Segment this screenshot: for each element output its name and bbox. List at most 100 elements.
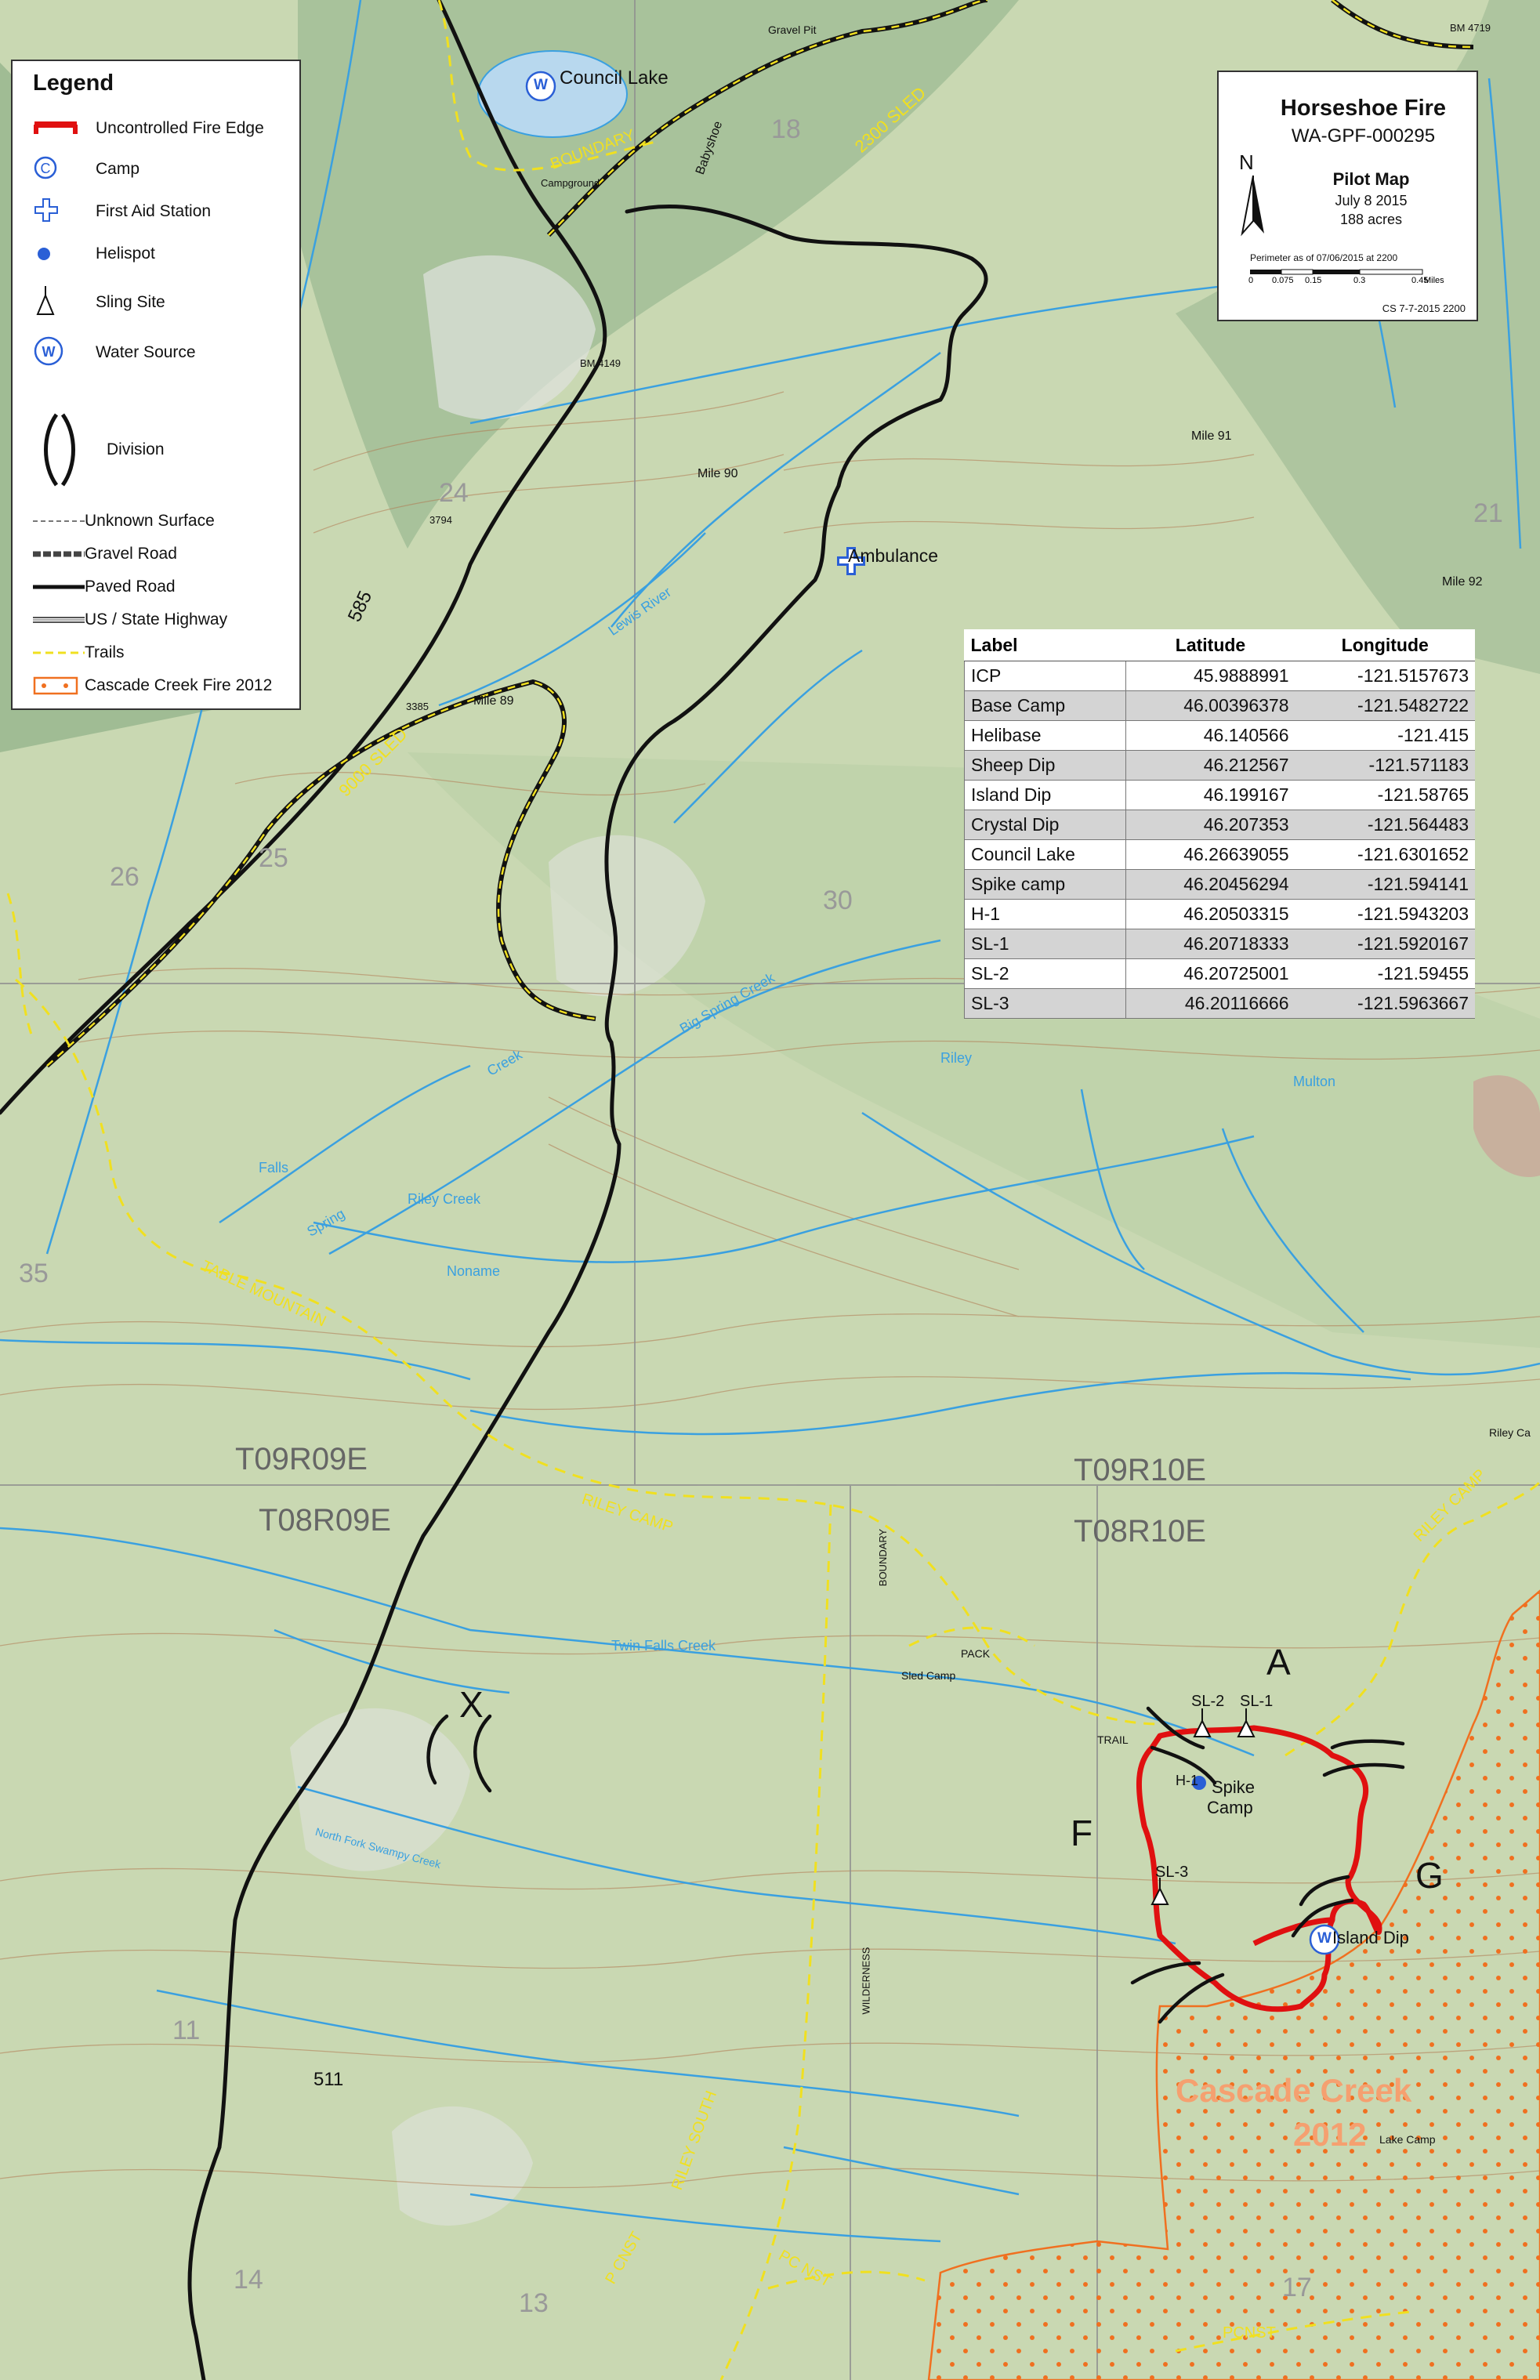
road-511-label: 511 — [313, 2069, 344, 2090]
map-subtitle: Pilot Map — [1332, 169, 1410, 189]
section-number: 17 — [1282, 2273, 1312, 2302]
boundary-v-label: BOUNDARY — [877, 1528, 890, 1587]
riley-ca-label: Riley Ca — [1489, 1426, 1531, 1439]
water-source-icon — [525, 71, 1340, 1955]
cell-latitude: 46.199167 — [1125, 780, 1295, 810]
division-markers — [426, 1706, 1405, 2024]
legend-item: US / State Highway — [33, 608, 227, 632]
cell-label: Island Dip — [964, 780, 1126, 810]
council-lake-label: Council Lake — [560, 67, 669, 89]
cell-latitude: 46.207353 — [1125, 810, 1295, 840]
pcnst-label-3: PCNST — [1223, 2324, 1276, 2342]
red-fire-edge-icon — [33, 113, 96, 144]
scale-tick: 0.15 — [1305, 276, 1322, 285]
svg-text:C: C — [41, 161, 51, 176]
cell-longitude: -121.415 — [1295, 720, 1475, 751]
scale-tick: 0.45 — [1411, 276, 1429, 285]
north-label: N — [1239, 150, 1254, 174]
legend-item: Unknown Surface — [33, 509, 215, 533]
scale-unit: Miles — [1424, 276, 1444, 285]
township-label: T09R09E — [235, 1442, 368, 1476]
cell-longitude: -121.571183 — [1295, 750, 1475, 781]
cell-label: SL-2 — [964, 958, 1126, 989]
trails — [6, 0, 1540, 2380]
legend-label: Trails — [85, 643, 125, 661]
water-glyph-island: W — [1317, 1930, 1332, 1947]
section-number: 18 — [771, 114, 801, 144]
sl2-label: SL-2 — [1191, 1693, 1225, 1710]
cell-longitude: -121.5482722 — [1295, 690, 1475, 721]
svg-text:W: W — [42, 344, 56, 360]
cell-longitude: -121.58765 — [1295, 780, 1475, 810]
lake-camp-label: Lake Camp — [1379, 2133, 1436, 2146]
legend-item: Uncontrolled Fire Edge — [33, 113, 264, 144]
mile-91-label: Mile 91 — [1191, 429, 1232, 443]
division-icon — [33, 411, 96, 489]
cell-label: H-1 — [964, 899, 1126, 929]
cell-label: SL-1 — [964, 929, 1126, 959]
helispot-icon — [33, 238, 96, 270]
legend-label: Helispot — [96, 245, 155, 263]
legend-item: First Aid Station — [33, 196, 211, 227]
bare-ground — [549, 835, 705, 997]
section-number: 24 — [439, 478, 469, 508]
cell-latitude: 46.20725001 — [1125, 958, 1295, 989]
spike-camp-label-2: Camp — [1207, 1798, 1253, 1817]
bare-ground — [392, 2106, 533, 2226]
legend-label: Division — [107, 440, 165, 458]
section-number: 11 — [172, 2016, 201, 2045]
section-number: 35 — [19, 1259, 49, 1288]
cell-latitude: 46.140566 — [1125, 720, 1295, 751]
dashed-line-icon — [33, 509, 96, 533]
cascade-creek-perimeter — [927, 1589, 1540, 2380]
ambulance-label: Ambulance — [848, 545, 939, 566]
cell-longitude: -121.564483 — [1295, 810, 1475, 840]
legend-label: Camp — [96, 160, 140, 178]
legend-item: Gravel Road — [33, 542, 177, 566]
cell-latitude: 46.20456294 — [1125, 869, 1295, 900]
falls-label: Falls — [259, 1160, 289, 1176]
map-title: Horseshoe Fire — [1280, 96, 1447, 121]
first-aid-icon — [33, 196, 96, 227]
cell-label: Crystal Dip — [964, 810, 1126, 840]
table-header-row: Label Latitude Longitude — [964, 629, 1475, 661]
benchmark-label: 3794 — [429, 514, 452, 526]
cell-longitude: -121.5920167 — [1295, 929, 1475, 959]
township-label: T09R10E — [1074, 1453, 1206, 1487]
wilderness-label: WILDERNESS — [860, 1947, 872, 2015]
cliff-area — [1473, 1075, 1540, 1177]
sling-site-icon — [1150, 1708, 1256, 1905]
bare-ground — [290, 1708, 470, 1871]
cell-longitude: -121.5943203 — [1295, 899, 1475, 929]
cell-longitude: -121.5157673 — [1295, 661, 1475, 691]
scale-tick: 0 — [1248, 276, 1254, 285]
trail-label: TRAIL — [1097, 1733, 1129, 1746]
gravel-road-icon — [33, 542, 96, 566]
highway-icon — [33, 608, 96, 632]
contours — [0, 391, 1540, 2189]
benchmark-label: BM 4149 — [580, 357, 621, 369]
cell-latitude: 46.26639055 — [1125, 839, 1295, 870]
legend-label: Gravel Road — [85, 545, 177, 563]
spike-camp-label: Spike — [1212, 1777, 1256, 1797]
campground-label: Campground — [541, 177, 600, 189]
gravel-pit-label: Gravel Pit — [768, 24, 817, 36]
water-source-icon: W — [33, 336, 96, 368]
legend-label: Uncontrolled Fire Edge — [96, 119, 264, 137]
legend-item: Helispot — [33, 238, 155, 270]
orange-perimeter-icon — [33, 674, 96, 697]
trail-icon — [33, 641, 96, 665]
division-a-label: A — [1266, 1642, 1291, 1683]
map-date: July 8 2015 — [1335, 193, 1408, 208]
paved-road-icon — [33, 575, 96, 599]
mile-90-label: Mile 90 — [698, 467, 738, 480]
